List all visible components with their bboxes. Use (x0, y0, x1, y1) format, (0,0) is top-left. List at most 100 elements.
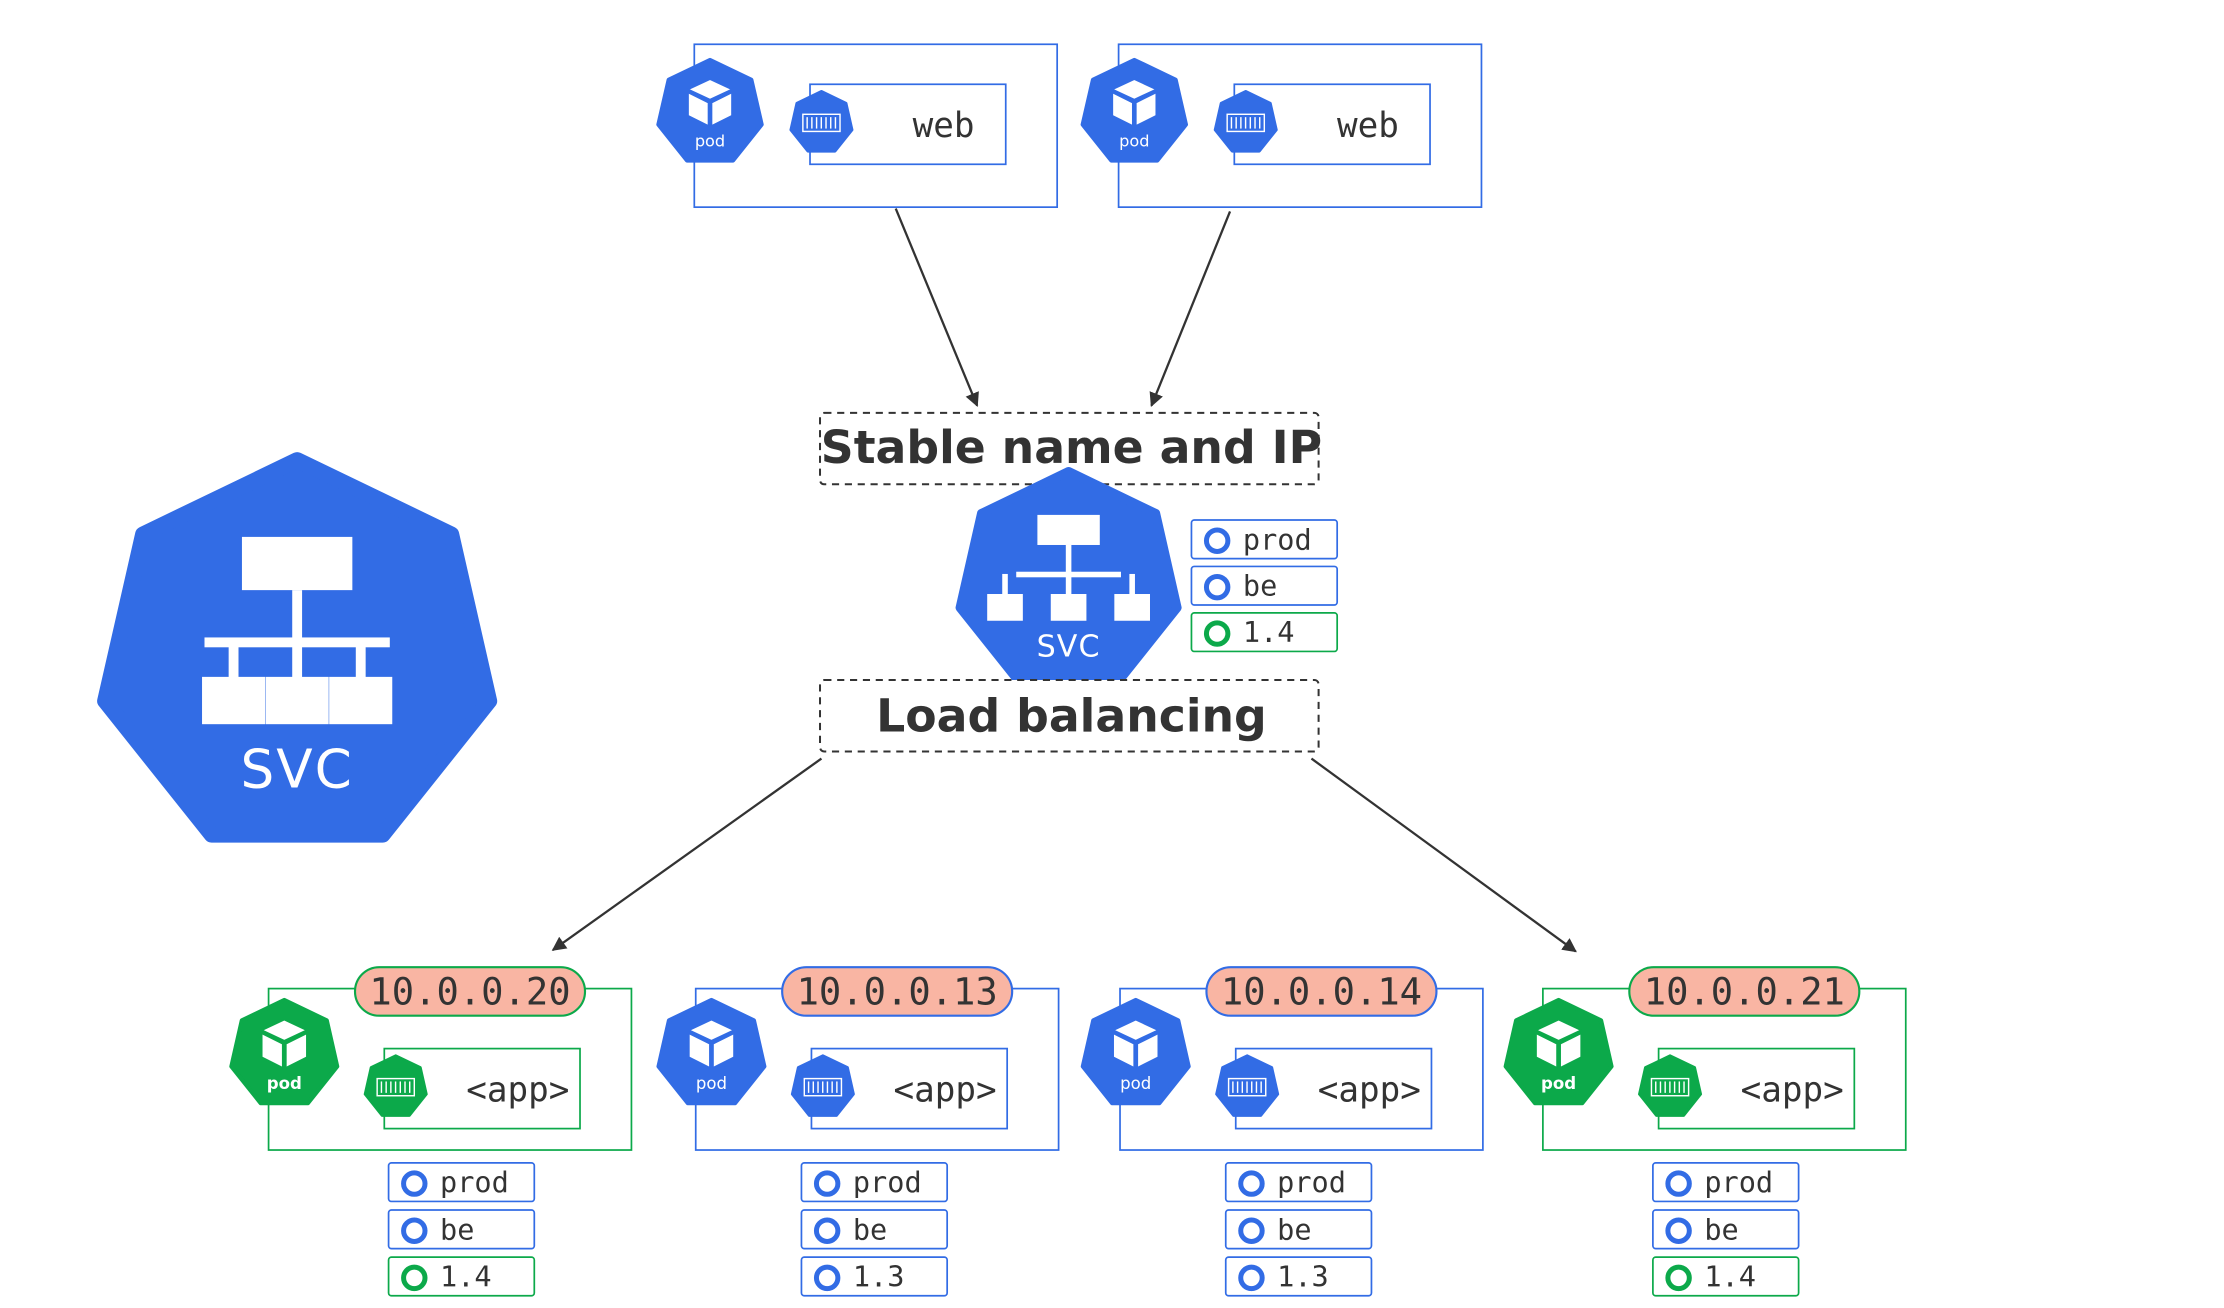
label-tag-box (1652, 1256, 1800, 1297)
container-name: <app> (893, 1070, 996, 1110)
hierarchy-child-box-0 (987, 594, 1023, 621)
hierarchy-top-box (1037, 514, 1100, 545)
container-grille-icon (803, 1077, 843, 1097)
label-tag-box (800, 1209, 949, 1250)
cube-right (284, 1032, 308, 1069)
container-grille-icon (1227, 1077, 1267, 1097)
cube-top (1535, 1018, 1583, 1042)
label-tag-box (1652, 1209, 1800, 1250)
big-svc-label: SVC (241, 738, 354, 800)
hierarchy-branch-2 (1129, 573, 1135, 597)
label-tag-box (1190, 612, 1339, 653)
hierarchy-child-box-1 (265, 676, 329, 725)
cube-left (687, 1032, 711, 1069)
hierarchy-top-box (241, 536, 353, 591)
label-ring-icon (813, 1170, 841, 1197)
label-tag-box (800, 1162, 949, 1203)
label-text: 1.4 (1704, 1259, 1756, 1293)
label-tag: 1.4 (387, 1256, 536, 1297)
container-grille-icon (376, 1077, 416, 1097)
label-tag: prod (1224, 1162, 1373, 1203)
ip-address: 10.0.0.14 (1221, 970, 1422, 1013)
label-tag-box (387, 1162, 536, 1203)
cube-left (260, 1032, 284, 1069)
grille-frame (803, 1077, 843, 1097)
ip-pill (353, 966, 587, 1017)
hierarchy-branch-1 (292, 641, 303, 681)
label-text: 1.3 (853, 1259, 905, 1293)
ip-address: 10.0.0.20 (369, 970, 570, 1013)
pod-heptagon (656, 997, 767, 1106)
client-pod: web pod (656, 43, 1059, 209)
label-tag: be (1224, 1209, 1373, 1250)
hierarchy-branch-0 (1002, 573, 1008, 597)
cube-left (1535, 1032, 1558, 1069)
container-name: <app> (466, 1070, 569, 1110)
label-ring-icon (1665, 1170, 1692, 1197)
label-ring-icon (401, 1217, 428, 1244)
label-ring-icon (1203, 527, 1231, 554)
label-tag-box (1224, 1162, 1373, 1203)
cube-right (712, 1032, 735, 1069)
cube-right (1559, 1032, 1583, 1069)
label-tag: 1.3 (1224, 1256, 1373, 1297)
cube-icon (687, 1018, 735, 1069)
caption-balancing-box (819, 679, 1320, 753)
arrow-client-2 (1149, 211, 1232, 408)
pod-label: pod (695, 132, 725, 151)
label-tag: prod (800, 1162, 949, 1203)
container-grille-icon (802, 113, 841, 133)
label-text: prod (440, 1165, 509, 1199)
grille-frame (1227, 1077, 1267, 1097)
container-grille-icon (1226, 113, 1266, 133)
label-text: be (440, 1212, 474, 1246)
grille-frame (1650, 1077, 1690, 1097)
label-tag: be (387, 1209, 536, 1250)
label-ring-icon (1238, 1217, 1265, 1244)
cube-top (687, 1018, 735, 1042)
label-tag-box (1190, 519, 1339, 560)
label-ring-icon (1238, 1170, 1265, 1197)
pod-label: pod (1541, 1074, 1576, 1093)
cube-icon (260, 1018, 308, 1069)
service-hierarchy-icon (987, 514, 1150, 621)
label-text: prod (1243, 522, 1312, 556)
label-ring-icon (1665, 1217, 1692, 1244)
container-name: web (1337, 106, 1399, 146)
label-text: prod (853, 1165, 922, 1199)
pod-label: pod (1120, 1074, 1151, 1093)
label-ring-icon (1203, 573, 1231, 601)
grille-frame (376, 1077, 416, 1097)
label-ring-icon (1238, 1264, 1265, 1292)
label-tag-box (1224, 1209, 1373, 1250)
caption-stable: Stable name and IP (821, 421, 1322, 474)
label-tag: be (800, 1209, 949, 1250)
container-name: web (913, 106, 975, 146)
hierarchy-stem (292, 590, 303, 642)
hierarchy-child-box-2 (329, 676, 393, 725)
grille-frame (802, 113, 841, 133)
pod-heptagon (1080, 997, 1191, 1106)
label-tag-box (1652, 1162, 1800, 1203)
cube-right (1134, 91, 1158, 127)
label-tag: be (1190, 565, 1339, 606)
container-grille-icon (1650, 1077, 1690, 1097)
label-text: be (853, 1212, 887, 1246)
cube-left (1111, 91, 1134, 127)
service-hierarchy-icon (202, 536, 393, 725)
arrow-backend-right (1310, 757, 1577, 953)
hierarchy-branch-2 (355, 641, 366, 681)
pod-heptagon (229, 997, 340, 1106)
pod-label: pod (267, 1074, 302, 1093)
label-tag-box (800, 1256, 949, 1297)
pod-heptagon (1503, 997, 1614, 1106)
pod-heptagon (1080, 57, 1189, 163)
ip-pill (1205, 966, 1438, 1017)
label-tag: be (1652, 1209, 1800, 1250)
hierarchy-stem (1065, 544, 1072, 574)
